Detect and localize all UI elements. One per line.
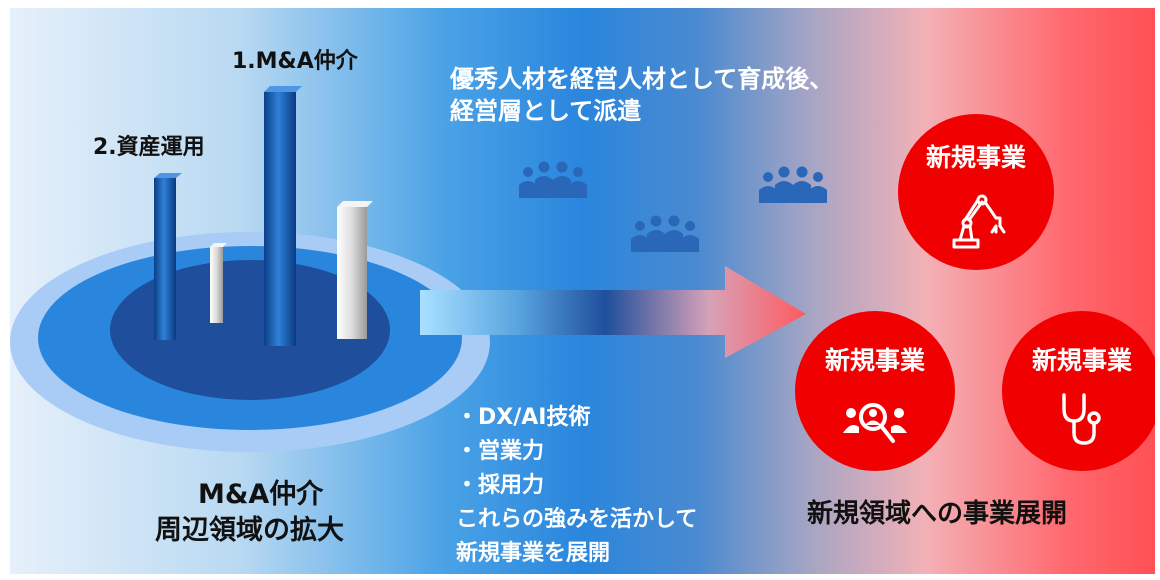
new-business-label: 新規事業 [925,143,1026,172]
people-group-icon [519,161,587,198]
bar-large-gray [337,201,373,339]
robot-arm-icon [952,194,1006,249]
new-business-label: 新規事業 [1031,346,1132,375]
strength-summary-line2: 新規事業を展開 [456,541,611,566]
inner-ellipse [110,260,390,400]
strength-item: ・採用力 [456,473,545,498]
arrow-icon [420,266,806,358]
strength-summary-line1: これらの強みを活かして [456,507,698,532]
new-business-circle: 新規事業 [795,311,955,471]
bar-mna-advisory [264,86,302,346]
strength-item: ・営業力 [456,439,545,464]
bar-label-asset: 2.資産運用 [93,135,205,160]
bar-asset-management [154,173,182,340]
left-caption-line1: M&A仲介 [198,479,324,510]
people-search-icon [843,403,907,443]
new-business-label: 新規事業 [824,346,925,375]
people-group-icon [631,215,699,252]
top-text-line2: 経営層として派遣 [450,97,642,125]
stethoscope-icon [1062,393,1101,445]
right-caption: 新規領域への事業展開 [807,499,1068,529]
new-business-circle: 新規事業 [898,114,1054,270]
people-group-icon [759,166,827,203]
bar-label-mna: 1.M&A仲介 [232,49,358,74]
base-platform [10,86,806,452]
top-text-line1: 優秀人材を経営人材として育成後、 [450,65,834,93]
strength-item: ・DX/AI技術 [456,405,591,430]
bar-small-gray [210,243,227,323]
new-business-circle: 新規事業 [1002,311,1155,471]
diagram-canvas: 1.M&A仲介 2.資産運用 M&A仲介 周辺領域の拡大 優秀人材を経営人材とし… [10,8,1155,574]
left-caption-line2: 周辺領域の拡大 [155,515,344,546]
